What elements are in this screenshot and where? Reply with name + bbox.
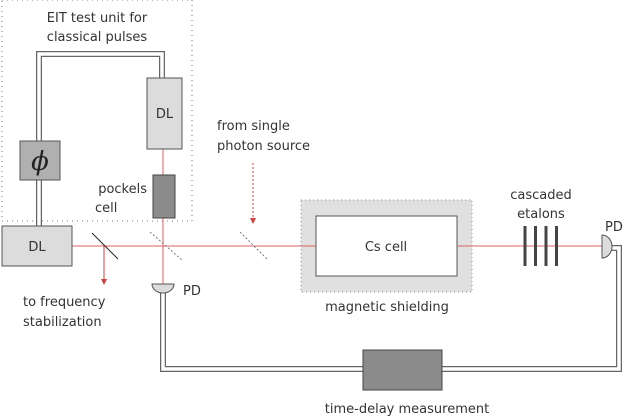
mirror	[91, 232, 119, 260]
phase-shifter	[19, 140, 61, 181]
etalons-label-1: cascaded	[510, 188, 572, 203]
magnetic-shielding-label: magnetic shielding	[325, 300, 449, 315]
eit-unit-label-1: EIT test unit for	[47, 11, 148, 26]
frequency-stabilization-label-1: to frequency	[23, 295, 106, 310]
photodiode-right-label: PD	[605, 220, 623, 235]
eit-unit-boundary	[1, 0, 193, 222]
arrowhead-icon	[250, 218, 256, 224]
delay-line-top	[146, 77, 183, 150]
delay-line-left-label: DL	[28, 240, 46, 255]
single-photon-label-1: from single	[217, 119, 290, 134]
pockels-cell-label-2: cell	[95, 201, 117, 216]
photodiode-left	[151, 283, 175, 294]
cs-cell-label: Cs cell	[365, 240, 407, 255]
delay-line-left	[1, 225, 73, 267]
delay-line-top-label: DL	[156, 107, 174, 122]
frequency-stabilization-label-2: stabilization	[23, 315, 102, 330]
single-photon-label-2: photon source	[217, 139, 310, 154]
arrowhead-icon	[101, 279, 107, 285]
photodiode-left-label: PD	[183, 284, 201, 299]
pockels-cell-label-1: pockels	[98, 182, 147, 197]
pockels-cell	[152, 174, 176, 219]
etalons-label-2: etalons	[517, 207, 565, 222]
time-delay-label: time-delay measurement	[325, 402, 489, 417]
cable-pd-to-pd	[160, 245, 622, 372]
beamsplitter-dashed	[239, 231, 269, 261]
phase-shifter-symbol: ϕ	[31, 147, 49, 177]
cascaded-etalons	[523, 226, 558, 266]
cable-phase-to-dl	[36, 51, 165, 226]
eit-unit-label-2: classical pulses	[47, 30, 148, 45]
photodiode-right	[601, 234, 613, 259]
time-delay-unit	[362, 349, 443, 391]
beamsplitter-dashed	[149, 231, 183, 261]
